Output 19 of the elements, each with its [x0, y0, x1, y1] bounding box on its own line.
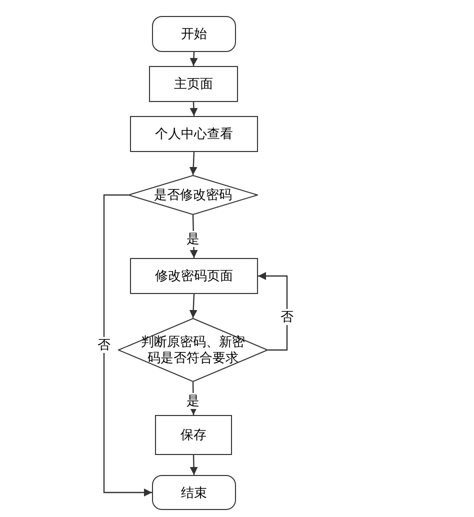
terminal-box: 开始: [152, 16, 236, 52]
arrow: [189, 294, 198, 318]
process-box: 保存: [155, 415, 232, 455]
arrow: [190, 454, 198, 476]
arrow: [258, 272, 288, 351]
edge-label: 否: [280, 309, 294, 325]
process-box: 修改密码页面: [130, 258, 258, 294]
process-box: 主页面: [149, 66, 238, 102]
edge-label: 否: [96, 336, 112, 353]
process-box: 个人中心查看: [130, 116, 258, 152]
decision-diamond: 判断原密码、新密码是否符合要求: [118, 318, 268, 382]
terminal-box: 结束: [152, 475, 236, 510]
edge-label: 是: [186, 230, 200, 246]
arrow: [103, 194, 152, 496]
arrow: [189, 152, 198, 176]
edge-label: 是: [186, 392, 200, 408]
arrow: [190, 52, 198, 66]
decision-diamond: 是否修改密码: [128, 175, 258, 215]
arrow: [190, 102, 198, 116]
